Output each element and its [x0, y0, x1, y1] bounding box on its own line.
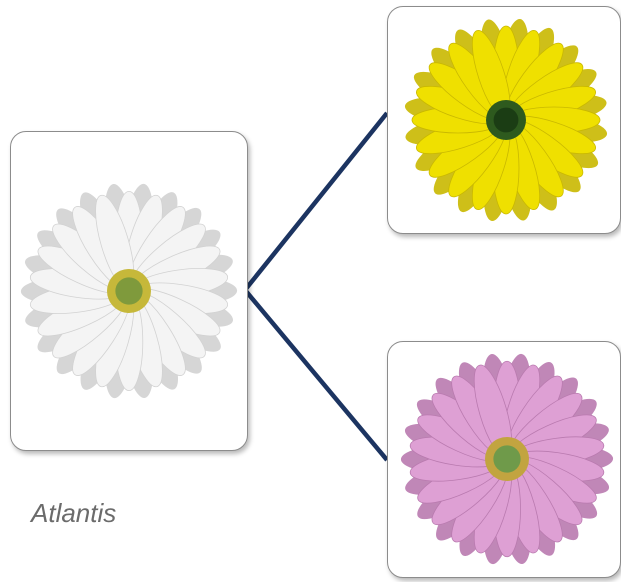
bottom-child-flower-card — [387, 341, 621, 578]
top-child-flower-card — [387, 6, 621, 234]
flower-center-inner — [493, 445, 520, 472]
white-daisy-flower — [21, 182, 237, 400]
connector-line — [245, 113, 387, 460]
flower-center-inner — [115, 277, 142, 304]
flower-caption: Atlantis — [31, 498, 116, 529]
white-daisy-icon — [11, 132, 247, 450]
yellow-daisy-icon — [388, 7, 620, 233]
pink-daisy-flower — [401, 352, 613, 566]
pink-daisy-icon — [388, 342, 620, 577]
yellow-daisy-flower — [403, 17, 609, 223]
parent-flower-card — [10, 131, 248, 451]
flower-center-inner — [494, 108, 519, 133]
